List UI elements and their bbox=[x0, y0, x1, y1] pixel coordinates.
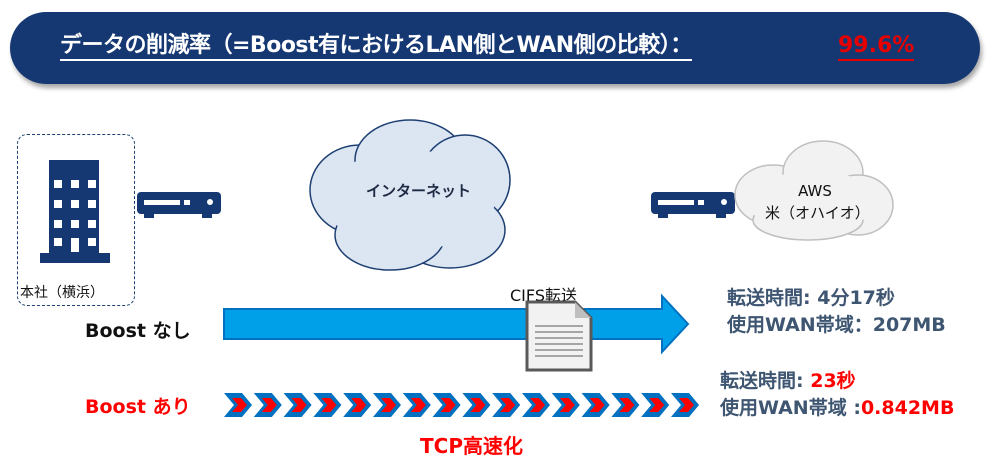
no-boost-label: Boost なし bbox=[85, 320, 191, 342]
bandwidth-label: 使用WAN帯域 : bbox=[720, 397, 861, 419]
chevron-inner bbox=[291, 398, 307, 412]
chevron-outer bbox=[402, 393, 431, 417]
internet-label: インターネット bbox=[366, 182, 472, 200]
chevron-inner bbox=[619, 398, 635, 412]
chevron-inner bbox=[679, 398, 694, 412]
bandwidth-value: 0.842MB bbox=[860, 397, 955, 419]
aws-name: AWS bbox=[798, 182, 832, 200]
chevron-inner bbox=[351, 398, 367, 412]
chevron-inner bbox=[232, 398, 247, 412]
aws-region: 米（オハイオ） bbox=[765, 204, 870, 222]
bandwidth-value: 207MB bbox=[872, 314, 946, 336]
aws-label: AWS 米（オハイオ） bbox=[765, 180, 870, 224]
hq-label: 本社（横浜） bbox=[20, 285, 104, 301]
chevron-outer bbox=[313, 393, 342, 417]
cifs-label: CIFS転送 bbox=[510, 286, 577, 305]
no-boost-stats: 転送時間: 4分17秒 使用WAN帯域：207MB bbox=[727, 285, 946, 339]
router-icon-aws bbox=[651, 192, 735, 218]
time-value: 23秒 bbox=[810, 370, 856, 392]
chevron-inner bbox=[261, 398, 277, 412]
boost-label: Boost あり bbox=[85, 396, 191, 418]
time-value: 4分17秒 bbox=[817, 287, 895, 309]
chevron-inner bbox=[500, 398, 516, 412]
boost-stats: 転送時間: 23秒 使用WAN帯域 :0.842MB bbox=[720, 368, 954, 422]
banner-title: データの削減率（=Boost有におけるLAN側とWAN側の比較）： bbox=[60, 33, 692, 61]
chevron-outer bbox=[581, 393, 610, 417]
chevron-inner bbox=[410, 398, 426, 412]
building-icon bbox=[40, 160, 110, 263]
hq-box bbox=[17, 134, 135, 306]
document-icon bbox=[525, 300, 593, 372]
chevron-inner bbox=[530, 398, 545, 412]
chevron-inner bbox=[440, 398, 456, 412]
chevron-inner bbox=[470, 398, 486, 412]
chevron-inner bbox=[589, 398, 605, 412]
aws-cloud-icon bbox=[734, 140, 894, 241]
time-label: 転送時間: bbox=[727, 287, 818, 309]
internet-cloud-icon bbox=[309, 119, 511, 271]
time-label: 転送時間: bbox=[720, 370, 811, 392]
tcp-acceleration-label: TCP高速化 bbox=[420, 434, 523, 458]
chevron-outer bbox=[253, 393, 282, 417]
chevron-inner bbox=[381, 398, 396, 412]
no-boost-arrow bbox=[223, 293, 690, 355]
chevron-inner bbox=[649, 398, 665, 412]
reduction-rate: 99.6% bbox=[838, 33, 915, 61]
chevron-inner bbox=[559, 398, 575, 412]
router-icon-hq bbox=[137, 192, 221, 218]
boost-chevron-arrow bbox=[224, 393, 699, 417]
bandwidth-label: 使用WAN帯域： bbox=[727, 314, 873, 336]
chevron-inner bbox=[321, 398, 337, 412]
title-banner bbox=[10, 12, 980, 84]
